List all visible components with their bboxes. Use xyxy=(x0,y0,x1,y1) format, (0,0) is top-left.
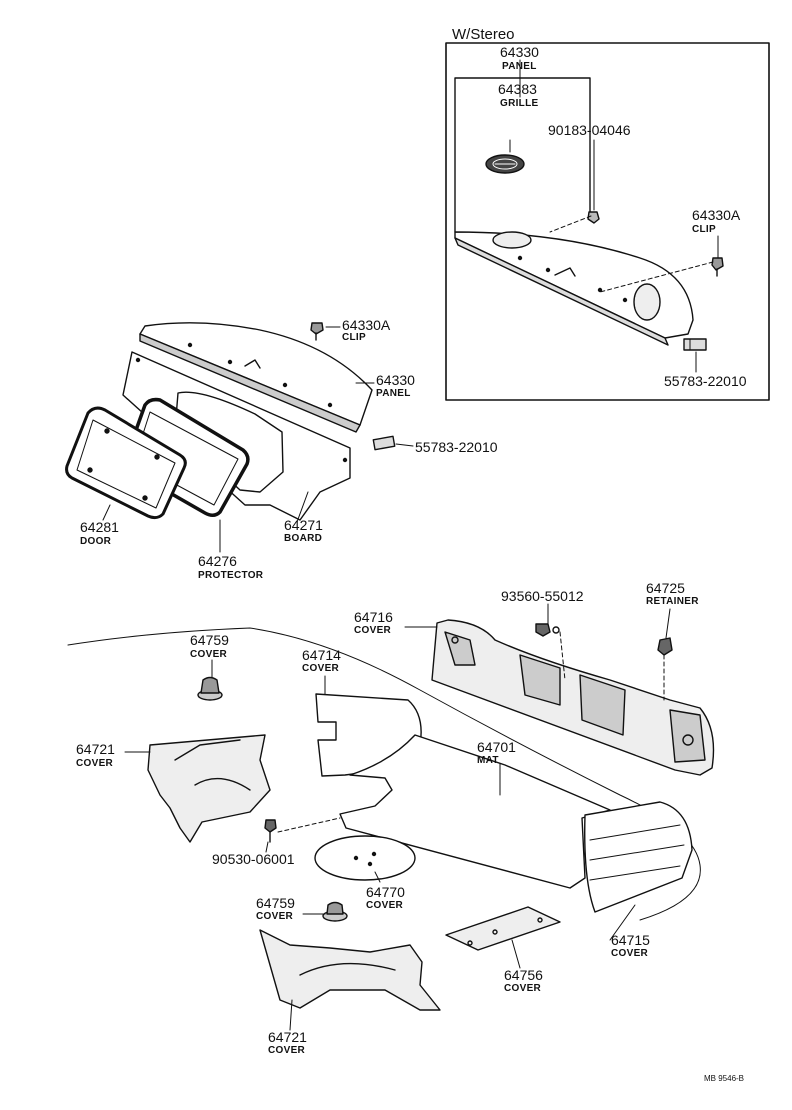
panel-64330-part xyxy=(139,322,373,433)
part-name-64721b: COVER xyxy=(268,1045,306,1056)
inset-title: W/Stereo xyxy=(452,26,515,43)
part-number-64759a: 64759 xyxy=(190,632,229,648)
part-number-64330: 64330 xyxy=(376,372,415,388)
retainer-64725-part xyxy=(657,637,673,656)
part-name-64725: RETAINER xyxy=(646,596,699,607)
fastener-55783-part xyxy=(372,435,396,451)
cover-64716-part xyxy=(431,619,715,776)
part-name-64276: PROTECTOR xyxy=(198,570,264,581)
part-number-93560: 93560-55012 xyxy=(501,588,584,604)
part-number-64701: 64701 xyxy=(477,739,516,755)
part-number-55783: 55783-22010 xyxy=(415,439,498,455)
part-number-64770: 64770 xyxy=(366,884,405,900)
part-name-64714: COVER xyxy=(302,663,340,674)
part-number-64276: 64276 xyxy=(198,553,237,569)
part-number-64714: 64714 xyxy=(302,647,341,663)
part-name-64701: MAT xyxy=(477,755,499,766)
cover-64721a-part xyxy=(147,734,271,843)
part-number-64715: 64715 xyxy=(611,932,650,948)
part-number-64383: 64383 xyxy=(498,81,537,97)
nut-90183-part xyxy=(587,211,600,224)
part-name-64330A: CLIP xyxy=(342,332,366,343)
clip-64330A-part xyxy=(310,322,324,341)
panel-bracket xyxy=(454,77,591,233)
part-name-64715: COVER xyxy=(611,948,649,959)
part-number-55783-inset: 55783-22010 xyxy=(664,373,747,389)
inset-frame xyxy=(445,42,770,401)
part-name-64330A-inset: CLIP xyxy=(692,224,716,235)
mat-64701-part xyxy=(339,734,611,889)
inset-fastener-part xyxy=(683,338,707,351)
part-number-64330-inset: 64330 xyxy=(500,44,539,60)
part-name-64759a: COVER xyxy=(190,649,228,660)
part-name-64770: COVER xyxy=(366,900,404,911)
part-number-90183: 90183-04046 xyxy=(548,122,631,138)
part-name-64271: BOARD xyxy=(284,533,323,544)
part-name-64383: GRILLE xyxy=(500,98,539,109)
cover-64759b-part xyxy=(322,901,348,922)
part-name-64759b: COVER xyxy=(256,911,294,922)
inset-panel-part xyxy=(454,231,694,346)
bolt-90530-part xyxy=(264,819,277,843)
cover-64770-part xyxy=(314,835,416,881)
part-number-64281: 64281 xyxy=(80,519,119,535)
part-number-64759b: 64759 xyxy=(256,895,295,911)
part-number-90530: 90530-06001 xyxy=(212,851,295,867)
part-name-64756: COVER xyxy=(504,983,542,994)
part-number-64271: 64271 xyxy=(284,517,323,533)
inset-clip-part xyxy=(711,257,724,277)
door-64281-part xyxy=(65,406,187,520)
part-name-64721a: COVER xyxy=(76,758,114,769)
drawing-code: MB 9546-B xyxy=(704,1074,745,1083)
grille-part xyxy=(485,154,525,174)
part-number-64716: 64716 xyxy=(354,609,393,625)
part-name-64330: PANEL xyxy=(376,388,411,399)
cover-64759a-part xyxy=(197,676,223,701)
cover-64721b-part xyxy=(259,929,441,1011)
part-number-64756: 64756 xyxy=(504,967,543,983)
part-name-64281: DOOR xyxy=(80,536,112,547)
part-number-64725: 64725 xyxy=(646,580,685,596)
cover-64756-part xyxy=(445,906,561,951)
part-number-64330A-inset: 64330A xyxy=(692,207,741,223)
part-name-64330-inset: PANEL xyxy=(502,61,537,72)
part-number-64721b: 64721 xyxy=(268,1029,307,1045)
cover-64715-part xyxy=(584,801,693,913)
screw-93560-part xyxy=(535,623,560,637)
part-name-64716: COVER xyxy=(354,625,392,636)
part-number-64721a: 64721 xyxy=(76,741,115,757)
part-number-64330A: 64330A xyxy=(342,317,391,333)
